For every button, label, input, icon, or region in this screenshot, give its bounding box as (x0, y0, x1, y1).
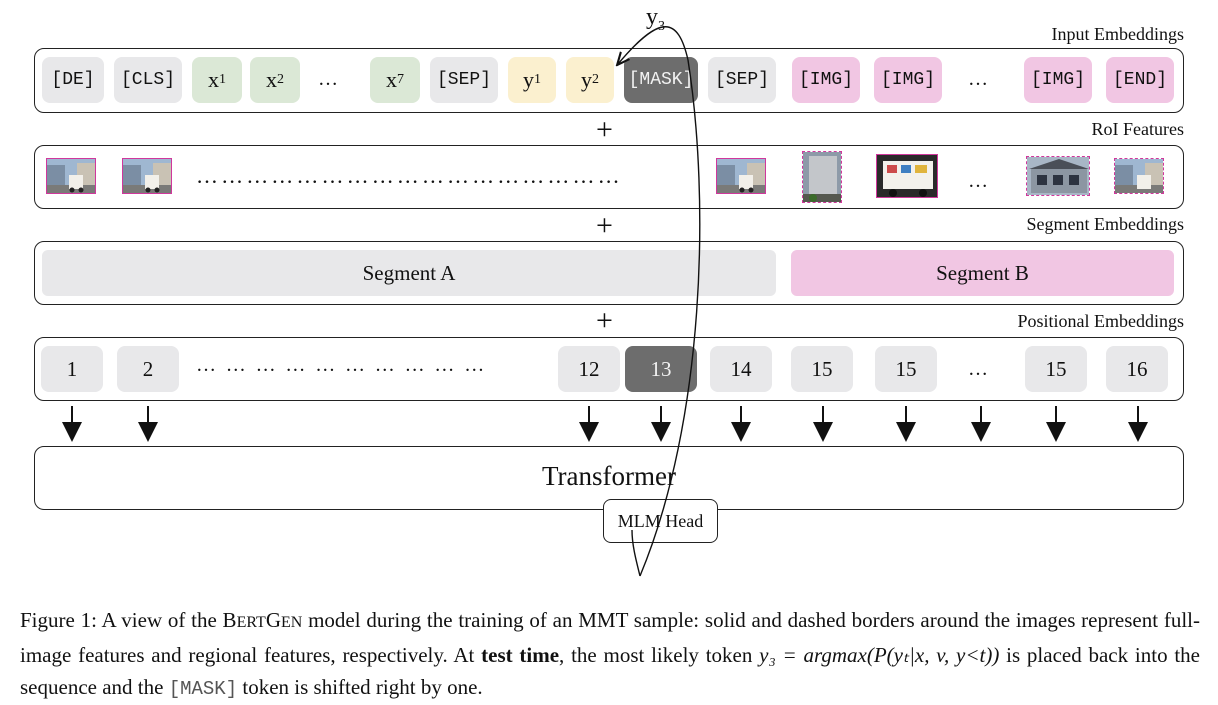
roi-thumbnail-region-3 (1026, 156, 1090, 196)
position-15-a: 15 (791, 346, 853, 392)
input-embeddings-label: Input Embeddings (1051, 24, 1185, 44)
token-cls: [CLS] (114, 57, 182, 103)
caption-mask-token: [MASK] (168, 678, 238, 700)
plus-sign-3: + (596, 304, 613, 337)
roi-thumbnail-full-1 (46, 158, 96, 194)
roi-features-row (34, 145, 1184, 209)
figure-caption: Figure 1: A view of the BERTGEN model du… (20, 608, 1200, 700)
position-12: 12 (558, 346, 620, 392)
position-2: 2 (117, 346, 179, 392)
token-mask: [MASK] (624, 57, 698, 103)
token-img-2: [IMG] (874, 57, 942, 103)
token-img-3: [IMG] (1024, 57, 1092, 103)
segment-b: Segment B (791, 250, 1174, 296)
position-ellipsis-2: … (968, 358, 990, 380)
position-1: 1 (41, 346, 103, 392)
transformer-label: Transformer (542, 461, 676, 491)
plus-sign-1: + (596, 113, 613, 146)
roi-thumbnail-full-2 (122, 158, 172, 194)
token-sep-2: [SEP] (708, 57, 776, 103)
plus-sign-2: + (596, 209, 613, 242)
roi-thumbnail-full-3 (716, 158, 766, 194)
roi-thumbnail-region-1 (802, 151, 842, 203)
token-img-1: [IMG] (792, 57, 860, 103)
position-13: 13 (625, 346, 697, 392)
position-ellipsis-1: … … … … … … … … … … (196, 354, 487, 376)
roi-thumbnail-region-4 (1114, 158, 1164, 194)
token-ellipsis-2: … (968, 68, 990, 90)
y3-output-label: y3 (646, 4, 665, 34)
position-15-c: 15 (1025, 346, 1087, 392)
token-ellipsis-1: … (318, 68, 340, 90)
caption-formula: y₃ = argmax(P(yₜ|x, v, y<t)) (759, 643, 1000, 667)
roi-dotted-ellipsis: …………………………………………… (196, 163, 623, 188)
positional-embeddings-label: Positional Embeddings (1017, 311, 1185, 331)
segment-embeddings-label: Segment Embeddings (1026, 214, 1184, 234)
token-end: [END] (1106, 57, 1174, 103)
position-15-b: 15 (875, 346, 937, 392)
position-14: 14 (710, 346, 772, 392)
mlm-feedback-arrow (0, 26, 701, 577)
position-16: 16 (1106, 346, 1168, 392)
down-arrows (62, 406, 1148, 442)
token-de: [DE] (42, 57, 104, 103)
token-sep-1: [SEP] (430, 57, 498, 103)
roi-thumbnail-region-2 (876, 154, 938, 198)
segment-a: Segment A (42, 250, 776, 296)
roi-ellipsis: … (968, 170, 990, 192)
roi-features-label: RoI Features (1091, 119, 1184, 139)
